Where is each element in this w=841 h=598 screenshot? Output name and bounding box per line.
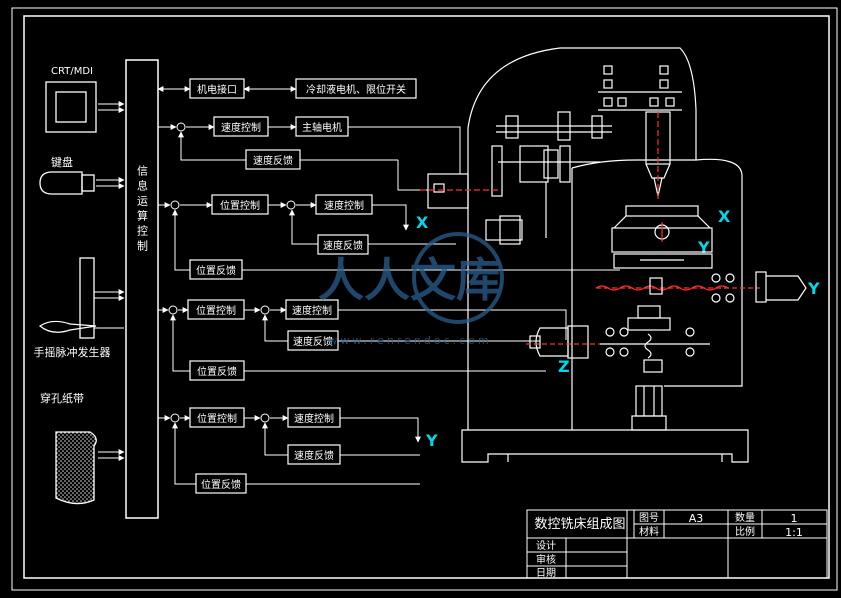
z-pos-ctrl-block (187, 299, 245, 320)
x-machine-label: X (718, 207, 731, 226)
z-pos-ctrl-label: 位置控制 (196, 304, 236, 317)
spindle-motor-label: 主轴电机 (302, 121, 342, 134)
date-label: 日期 (536, 567, 556, 579)
x-pos-fb-block (189, 259, 243, 280)
z-speed-ctrl-block (285, 299, 339, 320)
tape-label: 穿孔纸带 (40, 391, 84, 405)
summing-junctions (168, 122, 296, 423)
x-speed-ctrl-label: 速度控制 (324, 199, 364, 212)
drawing-no-label: 图号 (639, 512, 659, 524)
y-speed-ctrl-label: 速度控制 (294, 412, 334, 425)
keyboard-label: 键盘 (51, 155, 73, 169)
y-speed-fb-block (287, 444, 341, 465)
tape-device: 穿孔纸带 (40, 391, 125, 505)
scale-value: 1:1 (785, 526, 803, 539)
drawing-no-value: A3 (689, 512, 704, 525)
x-speed-fb-label: 速度反馈 (323, 239, 363, 252)
coolant-limit-block (295, 78, 417, 99)
crt-mdi-device: CRT/MDI (45, 66, 125, 133)
coolant-limit-label: 冷却液电机、限位开关 (306, 83, 406, 96)
x-pos-fb-label: 位置反馈 (196, 264, 236, 277)
x-speed-ctrl-block (315, 194, 373, 215)
z-machine-label: Z (558, 357, 570, 376)
y-pos-fb-label: 位置反馈 (201, 478, 241, 491)
design-label: 设计 (536, 539, 556, 552)
x-axis-output-label: X (416, 213, 429, 232)
y-pos-fb-block (195, 473, 247, 494)
info-compute-control-unit (125, 59, 159, 519)
handwheel-label: 手摇脉冲发生器 (34, 345, 111, 359)
y-side-label: Y (807, 279, 820, 298)
watermark-text: 人人文库 (318, 253, 502, 307)
electro-interface-block (189, 78, 245, 99)
spindle-motor-block (295, 116, 349, 137)
spindle-speed-ctrl-block (213, 116, 269, 137)
y-axis-output-label: Y (425, 431, 438, 450)
z-speed-fb-block (287, 330, 339, 351)
crt-label: CRT/MDI (51, 66, 93, 77)
quantity-label: 数量 (735, 511, 755, 524)
handwheel-device: 手摇脉冲发生器 (34, 257, 125, 359)
title-text: 数控铣床组成图 (534, 517, 625, 532)
z-pos-fb-label: 位置反馈 (197, 365, 237, 378)
watermark: 人人文库 www.renrendoc.com (318, 232, 504, 347)
spindle-speed-fb-label: 速度反馈 (253, 154, 293, 167)
y-pos-ctrl-label: 位置控制 (197, 412, 237, 425)
y-pos-ctrl-block (189, 407, 245, 428)
quantity-value: 1 (791, 512, 798, 525)
x-pos-ctrl-block (211, 194, 269, 215)
review-label: 审核 (536, 553, 556, 566)
title-block (526, 509, 828, 579)
spindle-speed-fb-block (245, 149, 301, 170)
material-label: 材料 (639, 525, 659, 538)
x-speed-fb-block (317, 234, 369, 255)
x-pos-ctrl-label: 位置控制 (220, 199, 260, 212)
z-pos-fb-block (189, 360, 245, 381)
spindle-speed-ctrl-label: 速度控制 (221, 121, 261, 134)
inner-frame (23, 15, 830, 579)
y-speed-fb-label: 速度反馈 (294, 449, 334, 462)
info-unit-label: 信息运算控制 (136, 165, 149, 255)
keyboard-device: 键盘 (39, 155, 125, 195)
electro-interface-label: 机电接口 (197, 83, 237, 96)
z-speed-fb-label: 速度反馈 (293, 335, 333, 348)
watermark-url: www.renrendoc.com (328, 334, 491, 347)
y-speed-ctrl-block (287, 407, 341, 428)
scale-label: 比例 (735, 525, 755, 538)
milling-machine-drawing (420, 47, 807, 463)
outer-frame (11, 7, 838, 591)
z-speed-ctrl-label: 速度控制 (292, 304, 332, 317)
